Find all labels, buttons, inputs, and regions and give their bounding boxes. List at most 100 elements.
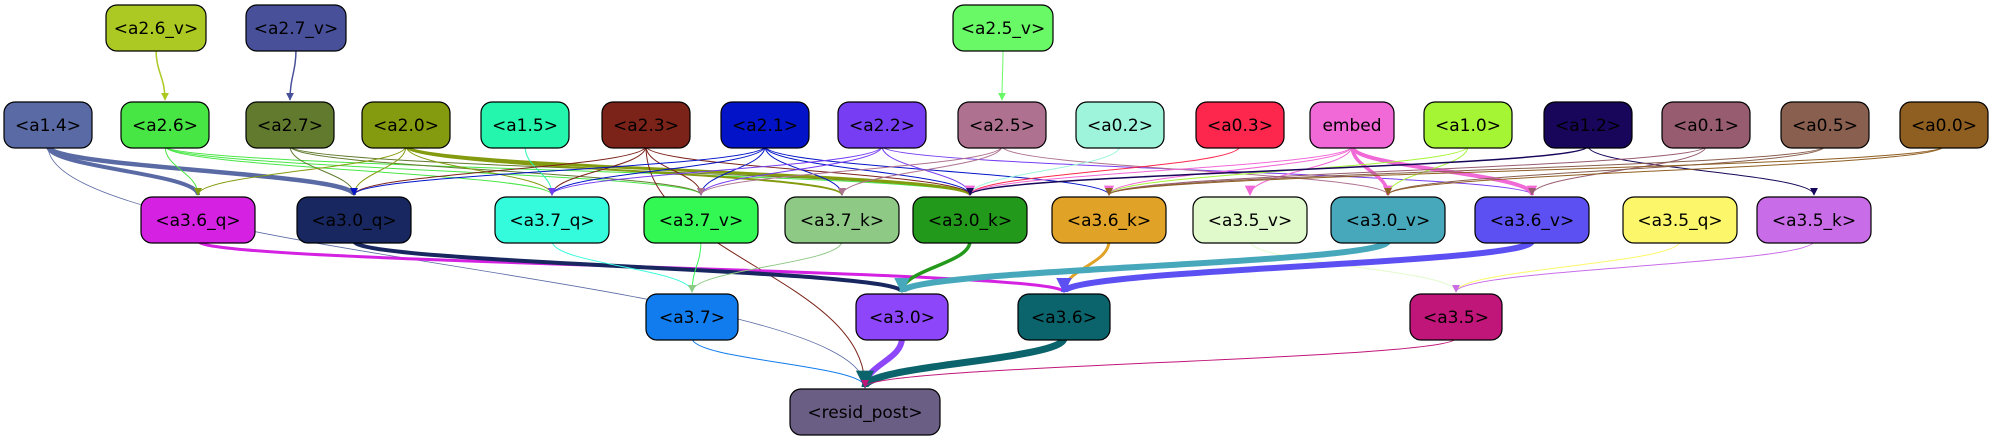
node-a2-2[interactable]: <a2.2>	[837, 101, 927, 149]
edge-a2_5_v-to-a2_5	[998, 48, 1007, 101]
node-a3-5[interactable]: <a3.5>	[1409, 293, 1503, 341]
node-a3-5-k[interactable]: <a3.5_k>	[1756, 196, 1872, 244]
node-label: <a3.6_k>	[1067, 211, 1151, 231]
node-a3-5-q[interactable]: <a3.5_q>	[1622, 196, 1738, 244]
node-a3-0-k[interactable]: <a3.0_k>	[912, 196, 1028, 244]
edge-a3_6_v-to-a3_6	[1056, 238, 1535, 295]
node-a0-5[interactable]: <a0.5>	[1780, 101, 1870, 149]
node-label: <a2.5>	[969, 116, 1035, 136]
node-label: <a3.7_k>	[800, 211, 884, 231]
edge-a2_6_v-to-a2_6	[155, 48, 169, 101]
node-a2-7-v[interactable]: <a2.7_v>	[245, 4, 347, 52]
node-a0-2[interactable]: <a0.2>	[1075, 101, 1165, 149]
node-label: <a2.6_v>	[114, 19, 199, 39]
node-a3-6-q[interactable]: <a3.6_q>	[140, 196, 256, 244]
node-label: <a0.3>	[1207, 116, 1273, 136]
node-label: <a0.2>	[1087, 116, 1153, 136]
node-label: <a2.0>	[373, 116, 439, 136]
node-a1-4[interactable]: <a1.4>	[3, 101, 93, 149]
node-label: embed	[1322, 116, 1381, 136]
node-embed[interactable]: embed	[1309, 101, 1395, 149]
node-a2-6[interactable]: <a2.6>	[120, 101, 210, 149]
edge-a3_7-to-resid_post	[691, 337, 869, 388]
nodes-layer: <a2.6_v> <a2.7_v> <a2.5_v> <a1.4> <a2.6> <a2.…	[3, 4, 1989, 436]
node-a1-0[interactable]: <a1.0>	[1423, 101, 1513, 149]
edge-a2_6-to-a3_0_k	[164, 145, 974, 196]
node-box	[645, 293, 739, 341]
edges-layer	[45, 48, 1945, 389]
node-a2-1[interactable]: <a2.1>	[720, 101, 810, 149]
edge-a2_0-to-a3_0_k	[404, 144, 974, 197]
node-box	[1409, 293, 1503, 341]
node-box	[1543, 101, 1633, 149]
node-label: <a3.5>	[1423, 308, 1489, 328]
node-box	[784, 196, 900, 244]
node-label: <a3.0>	[869, 308, 935, 328]
node-box	[957, 101, 1047, 149]
node-a3-6[interactable]: <a3.6>	[1017, 293, 1111, 341]
edge-a0_0-to-a3_6_k	[1105, 145, 1945, 196]
node-a3-7-v[interactable]: <a3.7_v>	[643, 196, 759, 244]
node-box	[1899, 101, 1989, 149]
node-label: <a2.2>	[849, 116, 915, 136]
edge-a3_7_k-to-a3_7	[688, 240, 843, 293]
node-a1-5[interactable]: <a1.5>	[480, 101, 570, 149]
node-a3-7[interactable]: <a3.7>	[645, 293, 739, 341]
edge-a3_5_k-to-a3_5	[1452, 240, 1815, 293]
node-box	[1622, 196, 1738, 244]
node-box	[1661, 101, 1751, 149]
edge-a2_6-to-a3_7_q	[164, 145, 556, 196]
node-a0-0[interactable]: <a0.0>	[1899, 101, 1989, 149]
node-resid-post[interactable]: <resid_post>	[789, 388, 941, 436]
node-box	[952, 4, 1054, 52]
node-label: <a3.0_v>	[1346, 211, 1431, 231]
node-box	[1330, 196, 1446, 244]
edge-a2_3-to-a3_0_q	[350, 145, 647, 196]
edge-a3_5_v-to-a3_5	[1249, 240, 1460, 293]
node-a2-0[interactable]: <a2.0>	[361, 101, 451, 149]
edge-a1_2-to-a3_0_k	[966, 145, 1589, 196]
node-a1-2[interactable]: <a1.2>	[1543, 101, 1633, 149]
edge-a0_1-to-a3_6_k	[1105, 145, 1707, 196]
node-a0-3[interactable]: <a0.3>	[1195, 101, 1285, 149]
node-box	[601, 101, 691, 149]
node-label: <resid_post>	[807, 403, 922, 423]
node-a3-0-v[interactable]: <a3.0_v>	[1330, 196, 1446, 244]
node-a3-6-k[interactable]: <a3.6_k>	[1051, 196, 1167, 244]
node-box	[789, 388, 941, 436]
node-a3-6-v[interactable]: <a3.6_v>	[1474, 196, 1590, 244]
node-a3-5-v[interactable]: <a3.5_v>	[1192, 196, 1308, 244]
node-a0-1[interactable]: <a0.1>	[1661, 101, 1751, 149]
node-box	[3, 101, 93, 149]
edge-a1_4-to-a3_6_q	[46, 145, 202, 196]
node-a2-3[interactable]: <a2.3>	[601, 101, 691, 149]
edge-a2_0-to-a3_6_q	[194, 145, 407, 196]
edge-a2_1-to-a3_0_k	[764, 145, 974, 196]
edge-a3_7_q-to-a3_7	[551, 240, 696, 293]
node-a2-5[interactable]: <a2.5>	[957, 101, 1047, 149]
node-a3-0[interactable]: <a3.0>	[855, 293, 949, 341]
node-a3-7-q[interactable]: <a3.7_q>	[494, 196, 610, 244]
edge-a2_5-to-a3_7_v	[697, 145, 1003, 196]
node-box	[643, 196, 759, 244]
node-label: <a3.5_v>	[1208, 211, 1293, 231]
edge-embed-to-a3_0_k	[964, 145, 1353, 197]
node-a2-5-v[interactable]: <a2.5_v>	[952, 4, 1054, 52]
node-label: <a2.3>	[613, 116, 679, 136]
node-label: <a1.2>	[1555, 116, 1621, 136]
node-box	[912, 196, 1028, 244]
edge-a2_2-to-a3_7_v	[697, 145, 883, 196]
node-a3-7-k[interactable]: <a3.7_k>	[784, 196, 900, 244]
node-label: <a1.4>	[15, 116, 81, 136]
node-label: <a3.0_q>	[311, 211, 396, 231]
edge-a2_1-to-a3_7_q	[548, 145, 766, 196]
node-a2-6-v[interactable]: <a2.6_v>	[105, 4, 207, 52]
edge-a0_5-to-a3_0_v	[1384, 145, 1826, 196]
edge-a2_5-to-a3_7_k	[838, 145, 1003, 196]
node-a3-0-q[interactable]: <a3.0_q>	[296, 196, 412, 244]
node-box	[494, 196, 610, 244]
node-label: <a3.5_q>	[1637, 211, 1722, 231]
node-a2-7[interactable]: <a2.7>	[245, 101, 335, 149]
node-box	[140, 196, 256, 244]
node-box	[855, 293, 949, 341]
